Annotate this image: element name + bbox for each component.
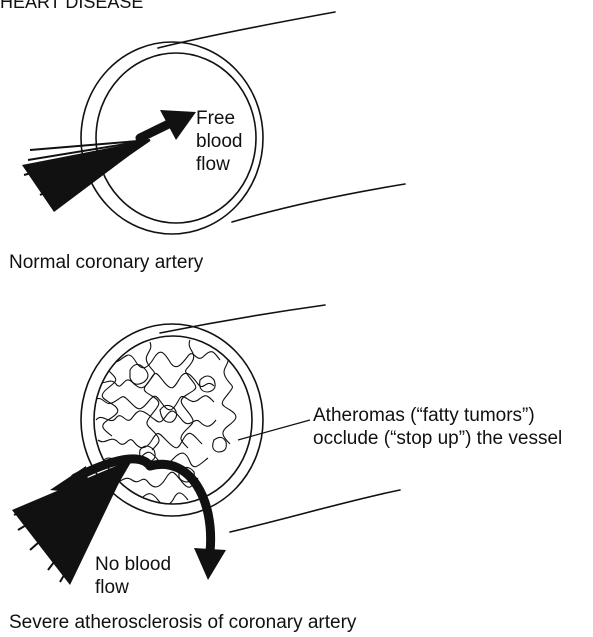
severe-artery-top-wall	[160, 305, 325, 333]
free-flow-line-2: blood	[196, 131, 243, 154]
free-flow-line-1: Free	[196, 108, 243, 131]
normal-artery-bottom-wall	[232, 184, 405, 222]
no-flow-line-2: flow	[95, 577, 171, 600]
atheroma-annotation: Atheromas (“fatty tumors”) occlude (“sto…	[313, 404, 562, 451]
atheroma-annotation-line-1: Atheromas (“fatty tumors”)	[313, 404, 562, 427]
atheroma-leader-line	[238, 420, 310, 440]
free-flow-arrow	[22, 110, 196, 212]
no-flow-line-1: No blood	[95, 554, 171, 577]
severe-artery-bottom-wall	[230, 490, 400, 532]
free-blood-flow-label: Free blood flow	[196, 108, 243, 176]
normal-artery-caption: Normal coronary artery	[9, 252, 203, 274]
atheroma-annotation-line-2: occlude (“stop up”) the vessel	[313, 427, 562, 450]
free-flow-line-3: flow	[196, 154, 243, 177]
severe-artery-caption: Severe atherosclerosis of coronary arter…	[9, 612, 356, 634]
no-blood-flow-label: No blood flow	[95, 554, 171, 600]
normal-artery	[81, 12, 405, 234]
